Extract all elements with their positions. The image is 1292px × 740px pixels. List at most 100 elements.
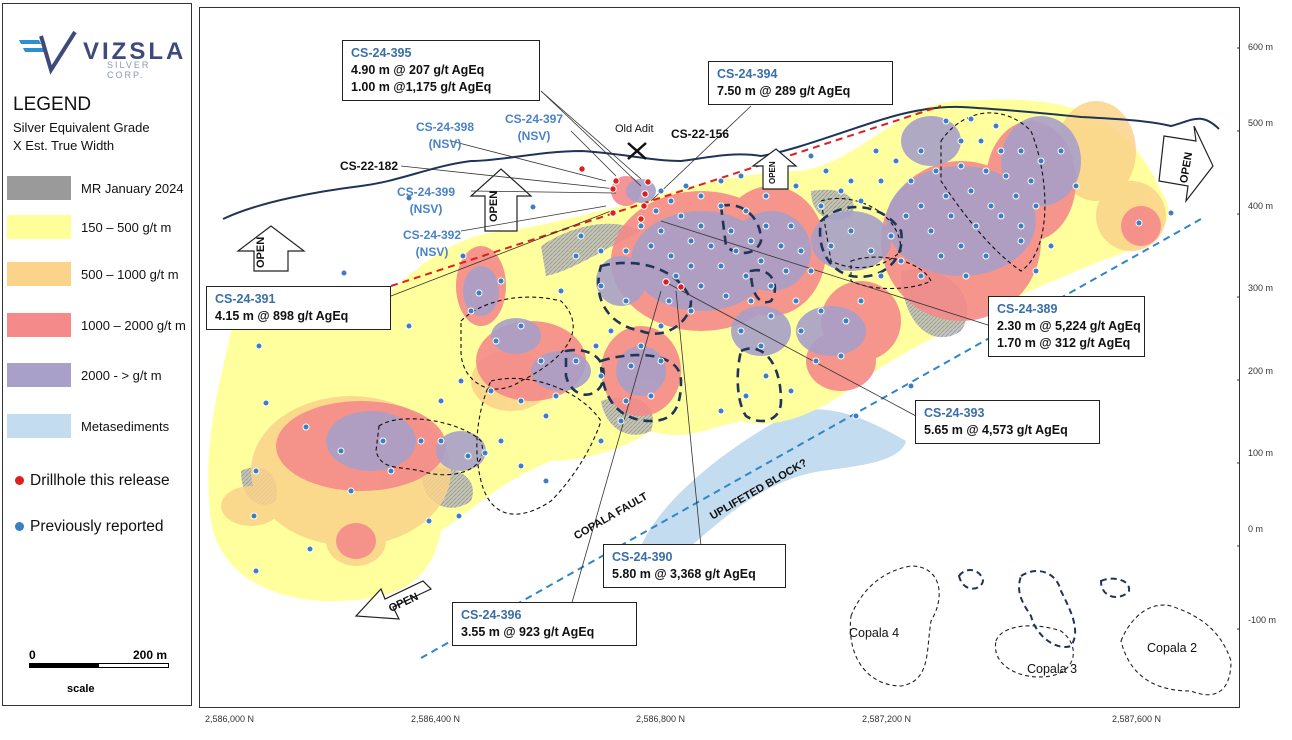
callout-cs-24-391: CS-24-391 4.15 m @ 898 g/t AgEq bbox=[206, 286, 391, 330]
map-canvas bbox=[208, 47, 1239, 696]
scale-end: 200 m bbox=[133, 648, 168, 662]
callout-cs-24-394: CS-24-394 7.50 m @ 289 g/t AgEq bbox=[708, 61, 893, 105]
axis-ticks bbox=[1237, 47, 1239, 630]
scale-label: scale bbox=[67, 683, 95, 695]
cs-24-398-label: CS-24-398 (NSV) bbox=[416, 119, 474, 153]
metasediments-area bbox=[641, 409, 906, 558]
callout-interval: 5.80 m @ 3,368 g/t AgEq bbox=[612, 567, 756, 581]
open-arrow-top bbox=[751, 148, 798, 190]
x-tick-2586000: 2,586,000 N bbox=[205, 714, 255, 724]
red-dot-icon bbox=[15, 476, 24, 485]
cs-24-398-nsv: (NSV) bbox=[428, 137, 462, 151]
callout-cs-24-390: CS-24-390 5.80 m @ 3,368 g/t AgEq bbox=[603, 544, 786, 588]
copala-fault-line bbox=[420, 218, 1202, 659]
long-section-map bbox=[199, 7, 1240, 708]
open-arrow-right bbox=[1158, 125, 1214, 204]
y-tick-600: 600 m bbox=[1248, 42, 1274, 52]
y-tick-400: 400 m bbox=[1248, 201, 1274, 211]
legend-swatch-1000-2000 bbox=[7, 313, 71, 337]
legend-label-150-500: 150 – 500 g/t m bbox=[81, 220, 172, 235]
cs-24-397-label: CS-24-397 (NSV) bbox=[505, 111, 563, 145]
callout-interval: 1.70 m @ 312 g/t AgEq bbox=[997, 336, 1131, 350]
callout-interval: 4.90 m @ 207 g/t AgEq bbox=[351, 63, 485, 77]
cs-22-182-label: CS-22-182 bbox=[340, 159, 399, 173]
pickaxe-icon bbox=[627, 142, 647, 160]
legend-swatch-150-500 bbox=[7, 215, 71, 239]
y-tick-500: 500 m bbox=[1248, 118, 1274, 128]
blue-dot-icon bbox=[15, 522, 24, 531]
legend-label-metasediments: Metasediments bbox=[81, 419, 170, 434]
cs-24-399-id: CS-24-399 bbox=[397, 185, 456, 199]
copala-3-label: Copala 3 bbox=[1027, 662, 1078, 676]
copala-3-navy-outlines bbox=[957, 569, 1131, 648]
open-label-top: OPEN bbox=[768, 161, 777, 184]
vizsla-logo-icon bbox=[19, 30, 77, 75]
cs-24-392-id: CS-24-392 bbox=[403, 228, 462, 242]
legend-panel: VIZSLA SILVER CORP. LEGEND Silver Equiva… bbox=[2, 3, 192, 706]
open-label-left: OPEN bbox=[255, 236, 267, 268]
callout-interval: 2.30 m @ 5,224 g/t AgEq bbox=[997, 319, 1141, 333]
copala-outlines bbox=[849, 565, 1232, 696]
legend-swatch-metasediments bbox=[7, 414, 71, 438]
cs-24-397-nsv: (NSV) bbox=[517, 129, 551, 143]
y-tick-100: 100 m bbox=[1248, 448, 1274, 458]
callout-hole-id: CS-24-389 bbox=[997, 302, 1058, 316]
legend-subtitle-2: X Est. True Width bbox=[13, 138, 115, 153]
callout-hole-id: CS-24-393 bbox=[924, 406, 985, 420]
topography-line bbox=[222, 105, 1220, 220]
copala-2-label: Copala 2 bbox=[1147, 641, 1198, 655]
old-adit-label: Old Adit bbox=[615, 123, 654, 135]
scale-bar bbox=[29, 663, 169, 668]
legend-label-500-1000: 500 – 1000 g/t m bbox=[81, 267, 179, 282]
legend-label-this-release: Drillhole this release bbox=[30, 472, 170, 489]
cs-24-399-label: CS-24-399 (NSV) bbox=[397, 184, 455, 218]
open-label-center: OPEN bbox=[488, 190, 500, 222]
callout-cs-24-393: CS-24-393 5.65 m @ 4,573 g/t AgEq bbox=[915, 400, 1100, 444]
cs-24-392-label: CS-24-392 (NSV) bbox=[403, 227, 461, 261]
legend-label-mr: MR January 2024 bbox=[81, 181, 184, 196]
cs-22-156-label: CS-22-156 bbox=[671, 127, 730, 141]
legend-label-2000: 2000 - > g/t m bbox=[81, 368, 162, 383]
x-tick-2587200: 2,587,200 N bbox=[862, 714, 912, 724]
x-tick-2586400: 2,586,400 N bbox=[411, 714, 461, 724]
callout-interval: 7.50 m @ 289 g/t AgEq bbox=[717, 84, 851, 98]
callout-interval: 4.15 m @ 898 g/t AgEq bbox=[215, 309, 349, 323]
x-tick-2587600: 2,587,600 N bbox=[1112, 714, 1162, 724]
callout-hole-id: CS-24-395 bbox=[351, 46, 412, 60]
open-arrow-center bbox=[469, 168, 533, 232]
y-tick-200: 200 m bbox=[1248, 366, 1274, 376]
previously-reported-drillholes bbox=[250, 115, 1175, 575]
legend-subtitle-1: Silver Equivalent Grade bbox=[13, 120, 150, 135]
company-name: VIZSLA bbox=[83, 38, 187, 65]
x-tick-2586800: 2,586,800 N bbox=[636, 714, 686, 724]
open-arrow-bottom-left bbox=[354, 580, 433, 620]
high-grade-outlines bbox=[564, 203, 903, 423]
legend-label-1000-2000: 1000 – 2000 g/t m bbox=[81, 318, 186, 333]
callout-interval: 3.55 m @ 923 g/t AgEq bbox=[461, 625, 595, 639]
callout-hole-id: CS-24-390 bbox=[612, 550, 673, 564]
this-release-drillholes bbox=[578, 165, 685, 291]
cs-24-392-nsv: (NSV) bbox=[415, 245, 449, 259]
legend-swatch-500-1000 bbox=[7, 262, 71, 286]
callout-interval: 5.65 m @ 4,573 g/t AgEq bbox=[924, 423, 1068, 437]
red-trend-line bbox=[390, 105, 942, 287]
callout-cs-24-396: CS-24-396 3.55 m @ 923 g/t AgEq bbox=[452, 602, 637, 646]
callout-cs-24-395: CS-24-395 4.90 m @ 207 g/t AgEq 1.00 m @… bbox=[342, 40, 540, 101]
y-tick-0: 0 m bbox=[1248, 524, 1264, 534]
callout-hole-id: CS-24-396 bbox=[461, 608, 522, 622]
legend-swatch-2000 bbox=[7, 363, 71, 387]
callout-hole-id: CS-24-394 bbox=[717, 67, 778, 81]
legend-swatch-mr bbox=[7, 176, 71, 200]
cs-24-398-id: CS-24-398 bbox=[416, 120, 475, 134]
callout-leader-lines bbox=[390, 90, 992, 607]
cs-24-399-nsv: (NSV) bbox=[409, 202, 443, 216]
cs-24-397-id: CS-24-397 bbox=[505, 112, 564, 126]
copala-4-label: Copala 4 bbox=[849, 626, 900, 640]
company-subtitle: SILVER CORP. bbox=[107, 60, 151, 80]
open-arrow-left bbox=[236, 225, 306, 272]
scale-start: 0 bbox=[29, 648, 36, 662]
legend-label-previously-reported: Previously reported bbox=[30, 518, 164, 535]
callout-interval: 1.00 m @1,175 g/t AgEq bbox=[351, 80, 492, 94]
y-tick-minus-100: -100 m bbox=[1248, 615, 1277, 625]
callout-cs-24-389: CS-24-389 2.30 m @ 5,224 g/t AgEq 1.70 m… bbox=[988, 296, 1145, 357]
